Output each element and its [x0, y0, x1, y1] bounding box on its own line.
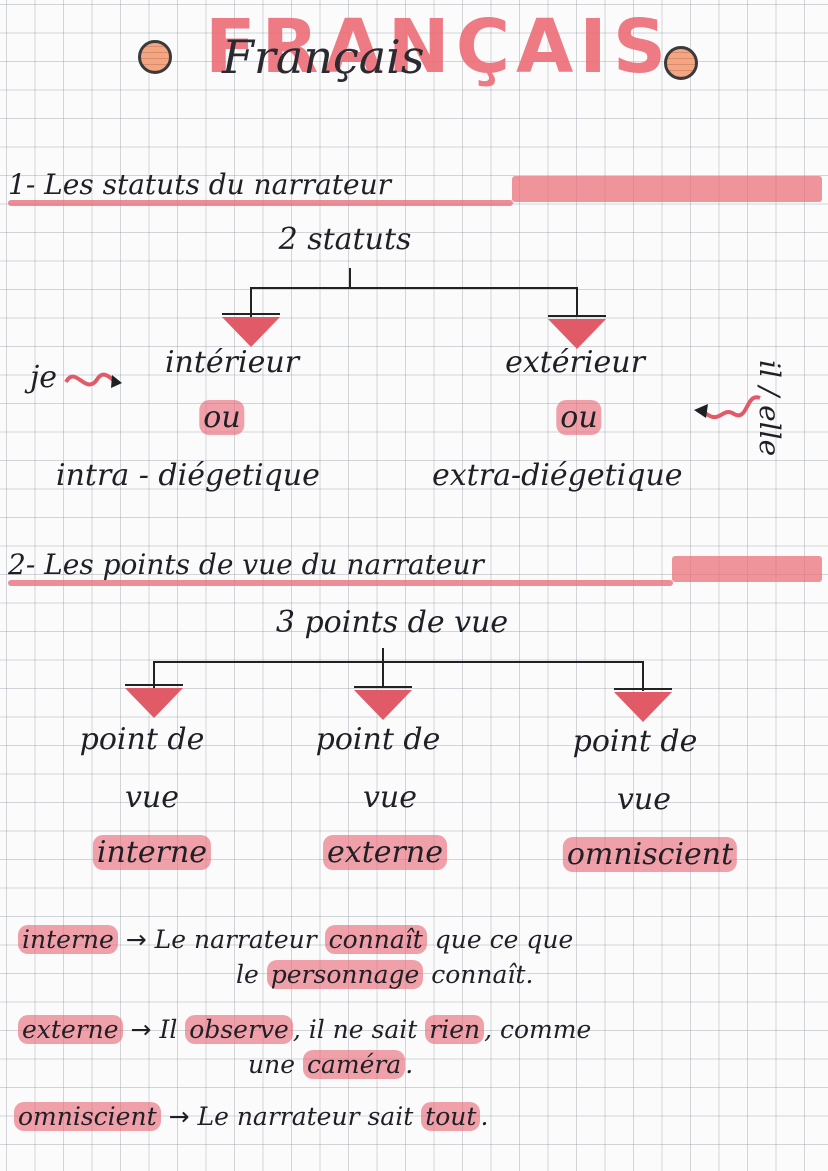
- definition-interne-line1: interne → Le narrateur connaît que ce qu…: [18, 925, 573, 954]
- pov-interne-term: interne: [92, 835, 212, 870]
- section1-underline: [8, 200, 513, 206]
- tree2-left-drop: [153, 661, 155, 688]
- pov-externe-term: externe: [323, 835, 447, 870]
- pov-externe-line1: point de: [315, 722, 441, 757]
- definition-term: omniscient: [14, 1102, 161, 1131]
- pov-omniscient-term: omniscient: [562, 837, 738, 872]
- punch-hole-left: [138, 40, 172, 74]
- section1-left-alt: intra - diégetique: [56, 458, 320, 493]
- section1-right-label: extérieur: [505, 345, 645, 380]
- section1-right-alt: extra-diégetique: [432, 458, 683, 493]
- pov-omniscient-line2: vue: [616, 782, 672, 817]
- definition-term: externe: [18, 1015, 123, 1044]
- section1-root: 2 statuts: [278, 222, 412, 257]
- page-title-script: Français: [222, 30, 425, 84]
- tree1-stem: [349, 268, 351, 288]
- tree1-left-arrowhead: [222, 313, 280, 347]
- arrow-icon: →: [130, 1015, 152, 1044]
- tree2-mid-arrowhead: [354, 686, 412, 720]
- squiggle-arrow-left: [64, 372, 122, 388]
- tree1-branch: [250, 287, 578, 289]
- arrow-icon: →: [125, 925, 147, 954]
- punch-hole-right: [664, 46, 698, 80]
- tree2-mid-drop: [382, 661, 384, 688]
- section1-heading: 1- Les statuts du narrateur: [8, 168, 392, 201]
- definition-interne-line2: le personnage connaît.: [236, 960, 534, 989]
- tree2-branch: [153, 661, 644, 663]
- section1-highlight-bar: [512, 176, 822, 202]
- pov-interne-line2: vue: [124, 780, 180, 815]
- arrow-icon: →: [168, 1102, 190, 1131]
- section2-root: 3 points de vue: [275, 605, 509, 640]
- pov-omniscient-line1: point de: [572, 724, 698, 759]
- tree1-left-drop: [250, 287, 252, 317]
- side-note-je: je: [30, 360, 58, 395]
- section2-heading: 2- Les points de vue du narrateur: [8, 548, 484, 581]
- tree2-stem: [382, 648, 384, 662]
- definition-term: interne: [18, 925, 118, 954]
- tree2-left-arrowhead: [125, 684, 183, 718]
- pov-interne-line1: point de: [79, 722, 205, 757]
- section1-right-ou: ou: [556, 400, 602, 435]
- tree2-right-arrowhead: [614, 688, 672, 722]
- tree1-right-arrowhead: [548, 315, 606, 349]
- pov-externe-line2: vue: [362, 780, 418, 815]
- tree2-right-drop: [642, 661, 644, 691]
- section2-underline: [8, 580, 673, 586]
- tree1-right-drop: [576, 287, 578, 317]
- definition-externe-line1: externe → Il observe, il ne sait rien, c…: [18, 1015, 591, 1044]
- page-title: FRANÇAIS: [205, 4, 673, 90]
- definition-omniscient-line1: omniscient → Le narrateur sait tout.: [14, 1102, 488, 1131]
- section2-highlight-bar: [672, 556, 822, 582]
- definition-externe-line2: une caméra.: [248, 1050, 414, 1079]
- section1-left-ou: ou: [199, 400, 245, 435]
- section1-left-label: intérieur: [164, 345, 300, 380]
- squiggle-arrow-right: [694, 395, 761, 420]
